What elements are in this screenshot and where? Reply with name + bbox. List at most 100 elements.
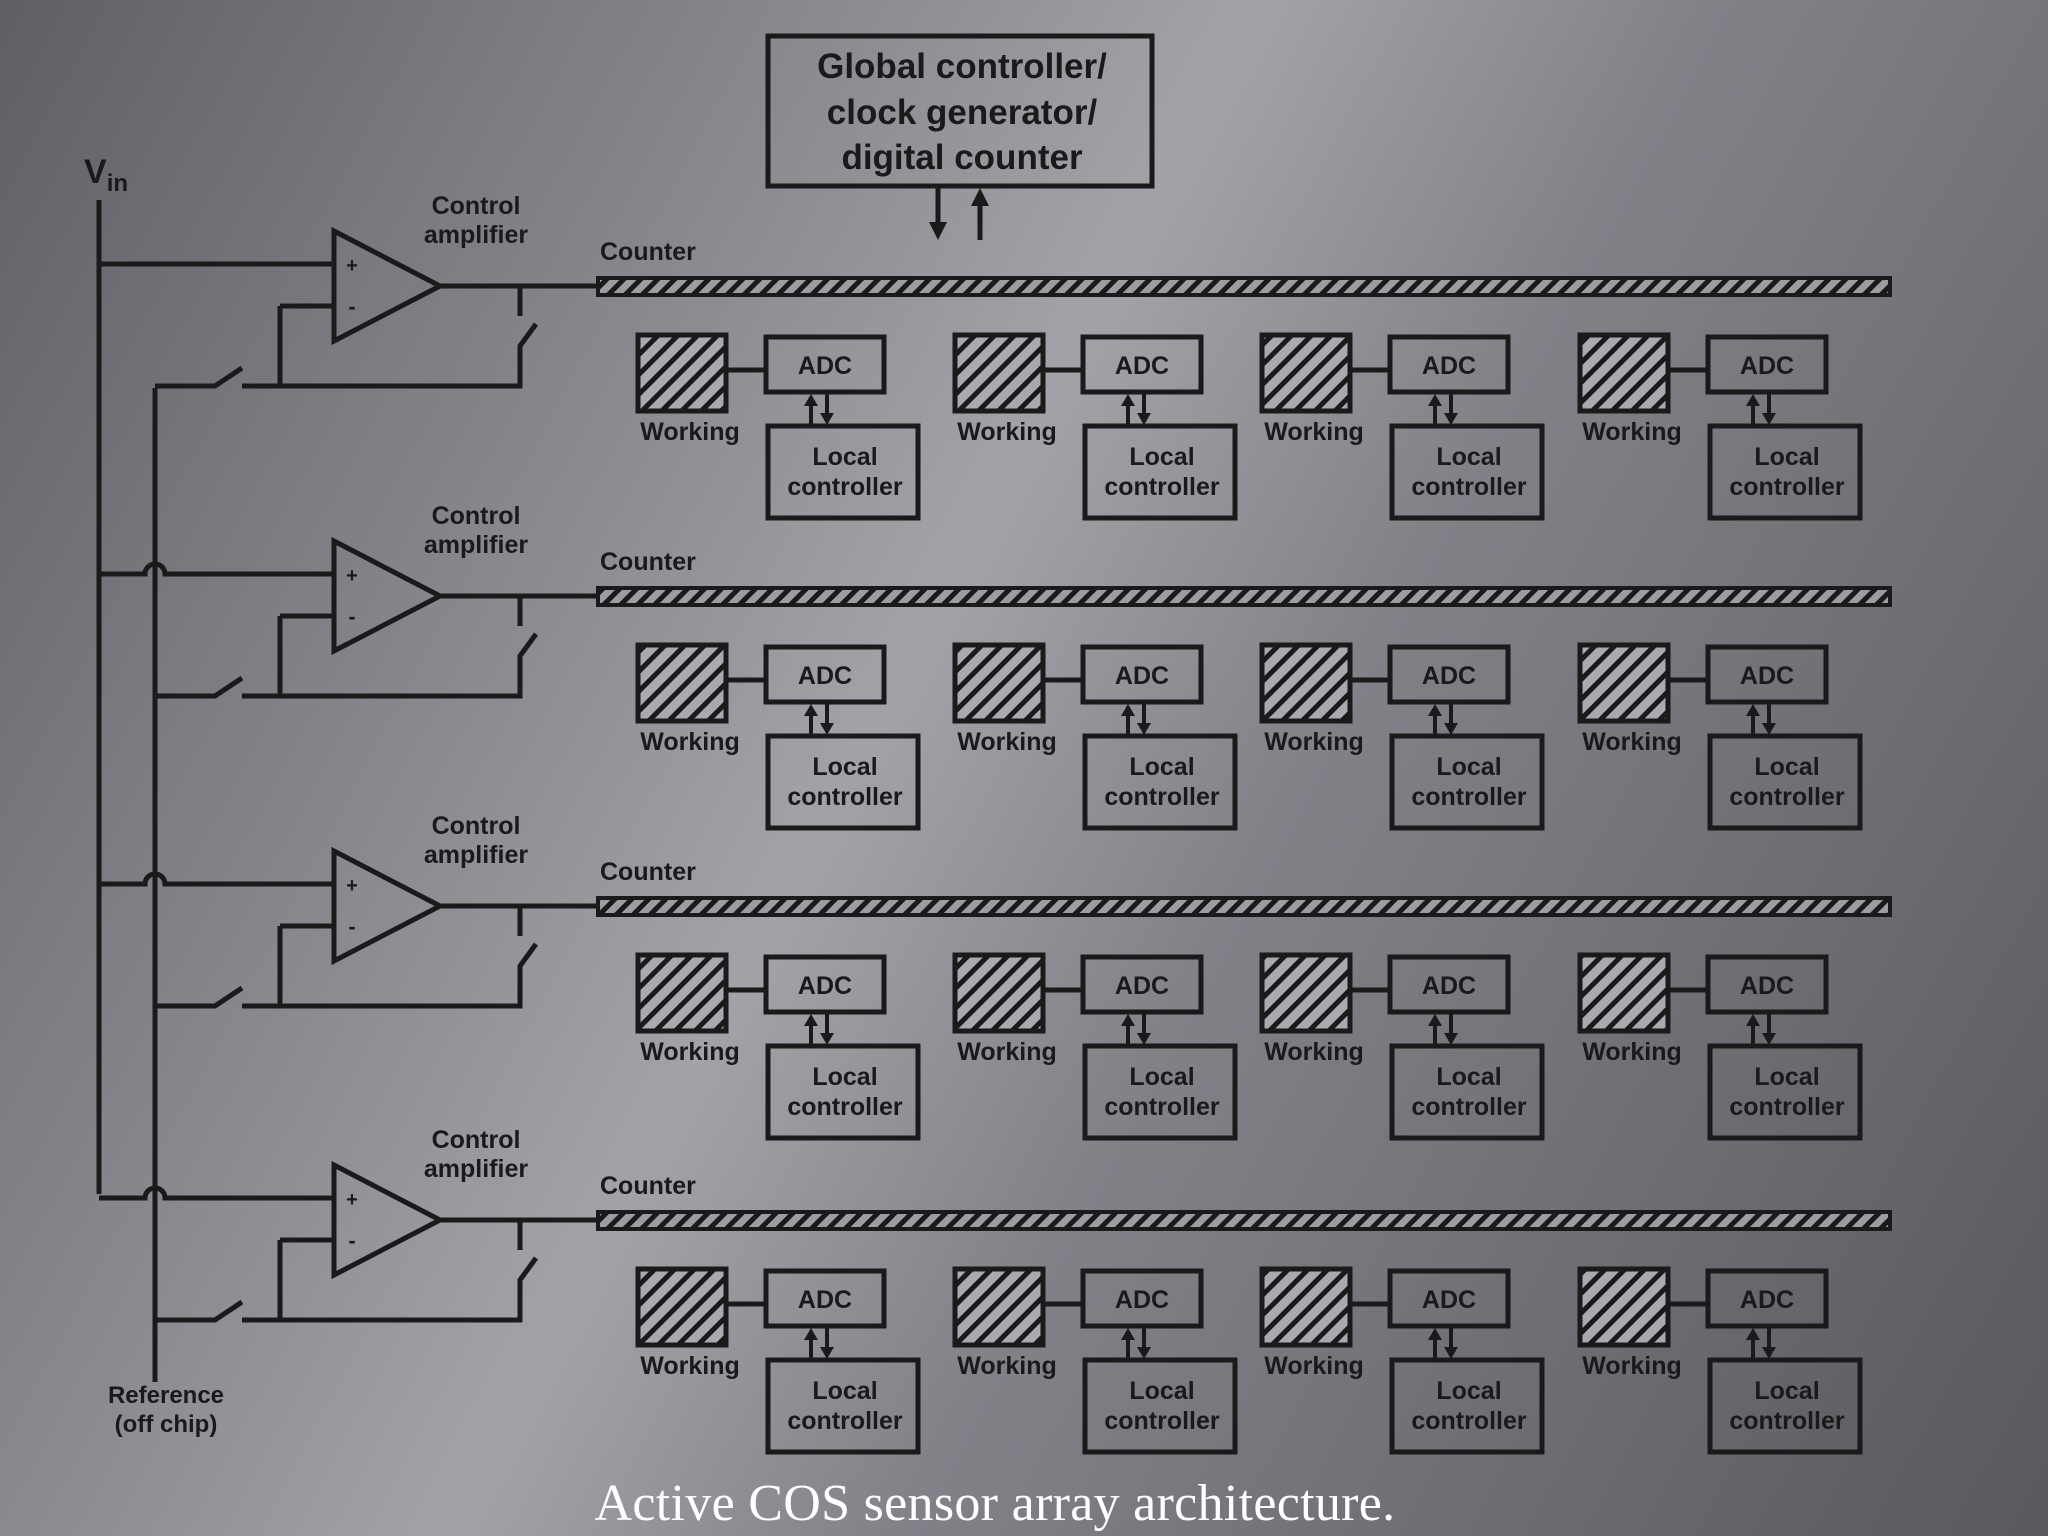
working-electrode-icon — [1259, 1266, 1353, 1348]
local-controller-label-1: Local — [1436, 1063, 1501, 1091]
working-electrode-icon — [1259, 332, 1353, 414]
local-controller-label-2: controller — [1729, 1093, 1845, 1121]
local-controller-box — [1082, 1043, 1238, 1141]
counter-bus — [596, 276, 1892, 297]
adc-down-arrowhead — [820, 1347, 834, 1359]
local-controller-label-2: controller — [787, 1093, 903, 1121]
counter-bus — [596, 1210, 1892, 1231]
local-controller-box — [1082, 423, 1238, 521]
local-controller-box — [765, 423, 921, 521]
local-controller-label-2: controller — [787, 473, 903, 501]
adc-up-arrowhead — [1746, 1014, 1760, 1026]
adc-up-arrowhead — [1428, 704, 1442, 716]
local-controller-box — [1389, 423, 1545, 521]
local-controller-label-1: Local — [1129, 443, 1194, 471]
local-controller-label-1: Local — [1436, 443, 1501, 471]
adc-down-arrowhead — [1137, 1033, 1151, 1045]
local-controller-label-2: controller — [1104, 1407, 1220, 1435]
amp-output-wire — [437, 283, 598, 316]
working-electrode-icon — [952, 332, 1046, 414]
working-label: Working — [640, 1038, 740, 1066]
local-controller-label-1: Local — [1754, 1063, 1819, 1091]
counter-bus — [596, 896, 1892, 917]
adc-down-arrowhead — [820, 413, 834, 425]
adc-down-arrowhead — [1444, 1347, 1458, 1359]
local-controller-box — [1389, 733, 1545, 831]
adc-label: ADC — [1740, 1286, 1794, 1314]
global-bus-arrows — [929, 188, 989, 240]
control-amplifier-label-2: amplifier — [424, 221, 528, 249]
adc-box — [1705, 334, 1829, 395]
adc-box — [1387, 1268, 1511, 1329]
amp-output-wire — [437, 593, 598, 626]
amp-minus-sign: - — [348, 914, 355, 939]
adc-up-arrowhead — [1428, 394, 1442, 406]
adc-down-arrowhead — [1762, 1033, 1776, 1045]
adc-up-arrowhead — [1746, 704, 1760, 716]
adc-down-arrowhead — [1444, 413, 1458, 425]
local-controller-label-2: controller — [1104, 783, 1220, 811]
reference-label-line-2: (off chip) — [115, 1411, 218, 1438]
adc-label: ADC — [798, 352, 852, 380]
adc-box — [1080, 1268, 1204, 1329]
working-label: Working — [957, 418, 1057, 446]
local-controller-label-2: controller — [787, 783, 903, 811]
local-controller-box — [1082, 1357, 1238, 1455]
working-electrode-icon — [952, 642, 1046, 724]
adc-up-arrowhead — [804, 394, 818, 406]
switch-wire — [155, 942, 539, 1009]
adc-down-arrowhead — [1762, 1347, 1776, 1359]
adc-up-arrowhead — [1121, 704, 1135, 716]
working-label: Working — [957, 1352, 1057, 1380]
local-controller-box — [1389, 1357, 1545, 1455]
supply-rails — [96, 200, 158, 1382]
adc-label: ADC — [1740, 352, 1794, 380]
control-amplifier-icon — [331, 226, 446, 346]
local-controller-label-2: controller — [1729, 1407, 1845, 1435]
global-controller-line-1: Global controller/ — [817, 47, 1107, 86]
feedback-wire — [277, 1237, 334, 1320]
sensor-row: +-ControlamplifierCounterWorkingADCLocal… — [99, 1126, 1892, 1455]
vin-tap-wire — [99, 871, 334, 887]
adc-up-arrowhead — [804, 1014, 818, 1026]
working-electrode-icon — [1577, 642, 1671, 724]
vin-label-sub: in — [107, 170, 128, 197]
local-controller-label-1: Local — [812, 1063, 877, 1091]
adc-up-arrowhead — [1121, 394, 1135, 406]
local-controller-box — [1707, 1043, 1863, 1141]
adc-down-arrowhead — [1137, 1347, 1151, 1359]
local-controller-label-1: Local — [1754, 1377, 1819, 1405]
adc-box — [763, 954, 887, 1015]
local-controller-label-1: Local — [1436, 1377, 1501, 1405]
working-electrode-icon — [635, 1266, 729, 1348]
sensor-row: +-ControlamplifierCounterWorkingADCLocal… — [99, 502, 1892, 831]
control-amplifier-label-1: Control — [432, 812, 521, 840]
working-electrode-icon — [635, 952, 729, 1034]
local-controller-label-2: controller — [1729, 783, 1845, 811]
working-electrode-icon — [1577, 332, 1671, 414]
adc-label: ADC — [1115, 352, 1169, 380]
counter-label: Counter — [600, 1172, 696, 1200]
adc-box — [1387, 334, 1511, 395]
local-controller-box — [1389, 1043, 1545, 1141]
control-amplifier-label-1: Control — [432, 192, 521, 220]
working-electrode-icon — [952, 1266, 1046, 1348]
adc-box — [763, 644, 887, 705]
working-label: Working — [640, 418, 740, 446]
working-label: Working — [1264, 1352, 1364, 1380]
local-controller-label-2: controller — [1411, 783, 1527, 811]
control-amplifier-icon — [331, 846, 446, 966]
control-amplifier-label-1: Control — [432, 502, 521, 530]
local-controller-box — [1082, 733, 1238, 831]
adc-label: ADC — [1740, 662, 1794, 690]
adc-label: ADC — [798, 662, 852, 690]
control-amplifier-icon — [331, 536, 446, 656]
vin-label-main: V — [84, 153, 107, 191]
adc-label: ADC — [1115, 972, 1169, 1000]
working-label: Working — [1582, 1038, 1682, 1066]
